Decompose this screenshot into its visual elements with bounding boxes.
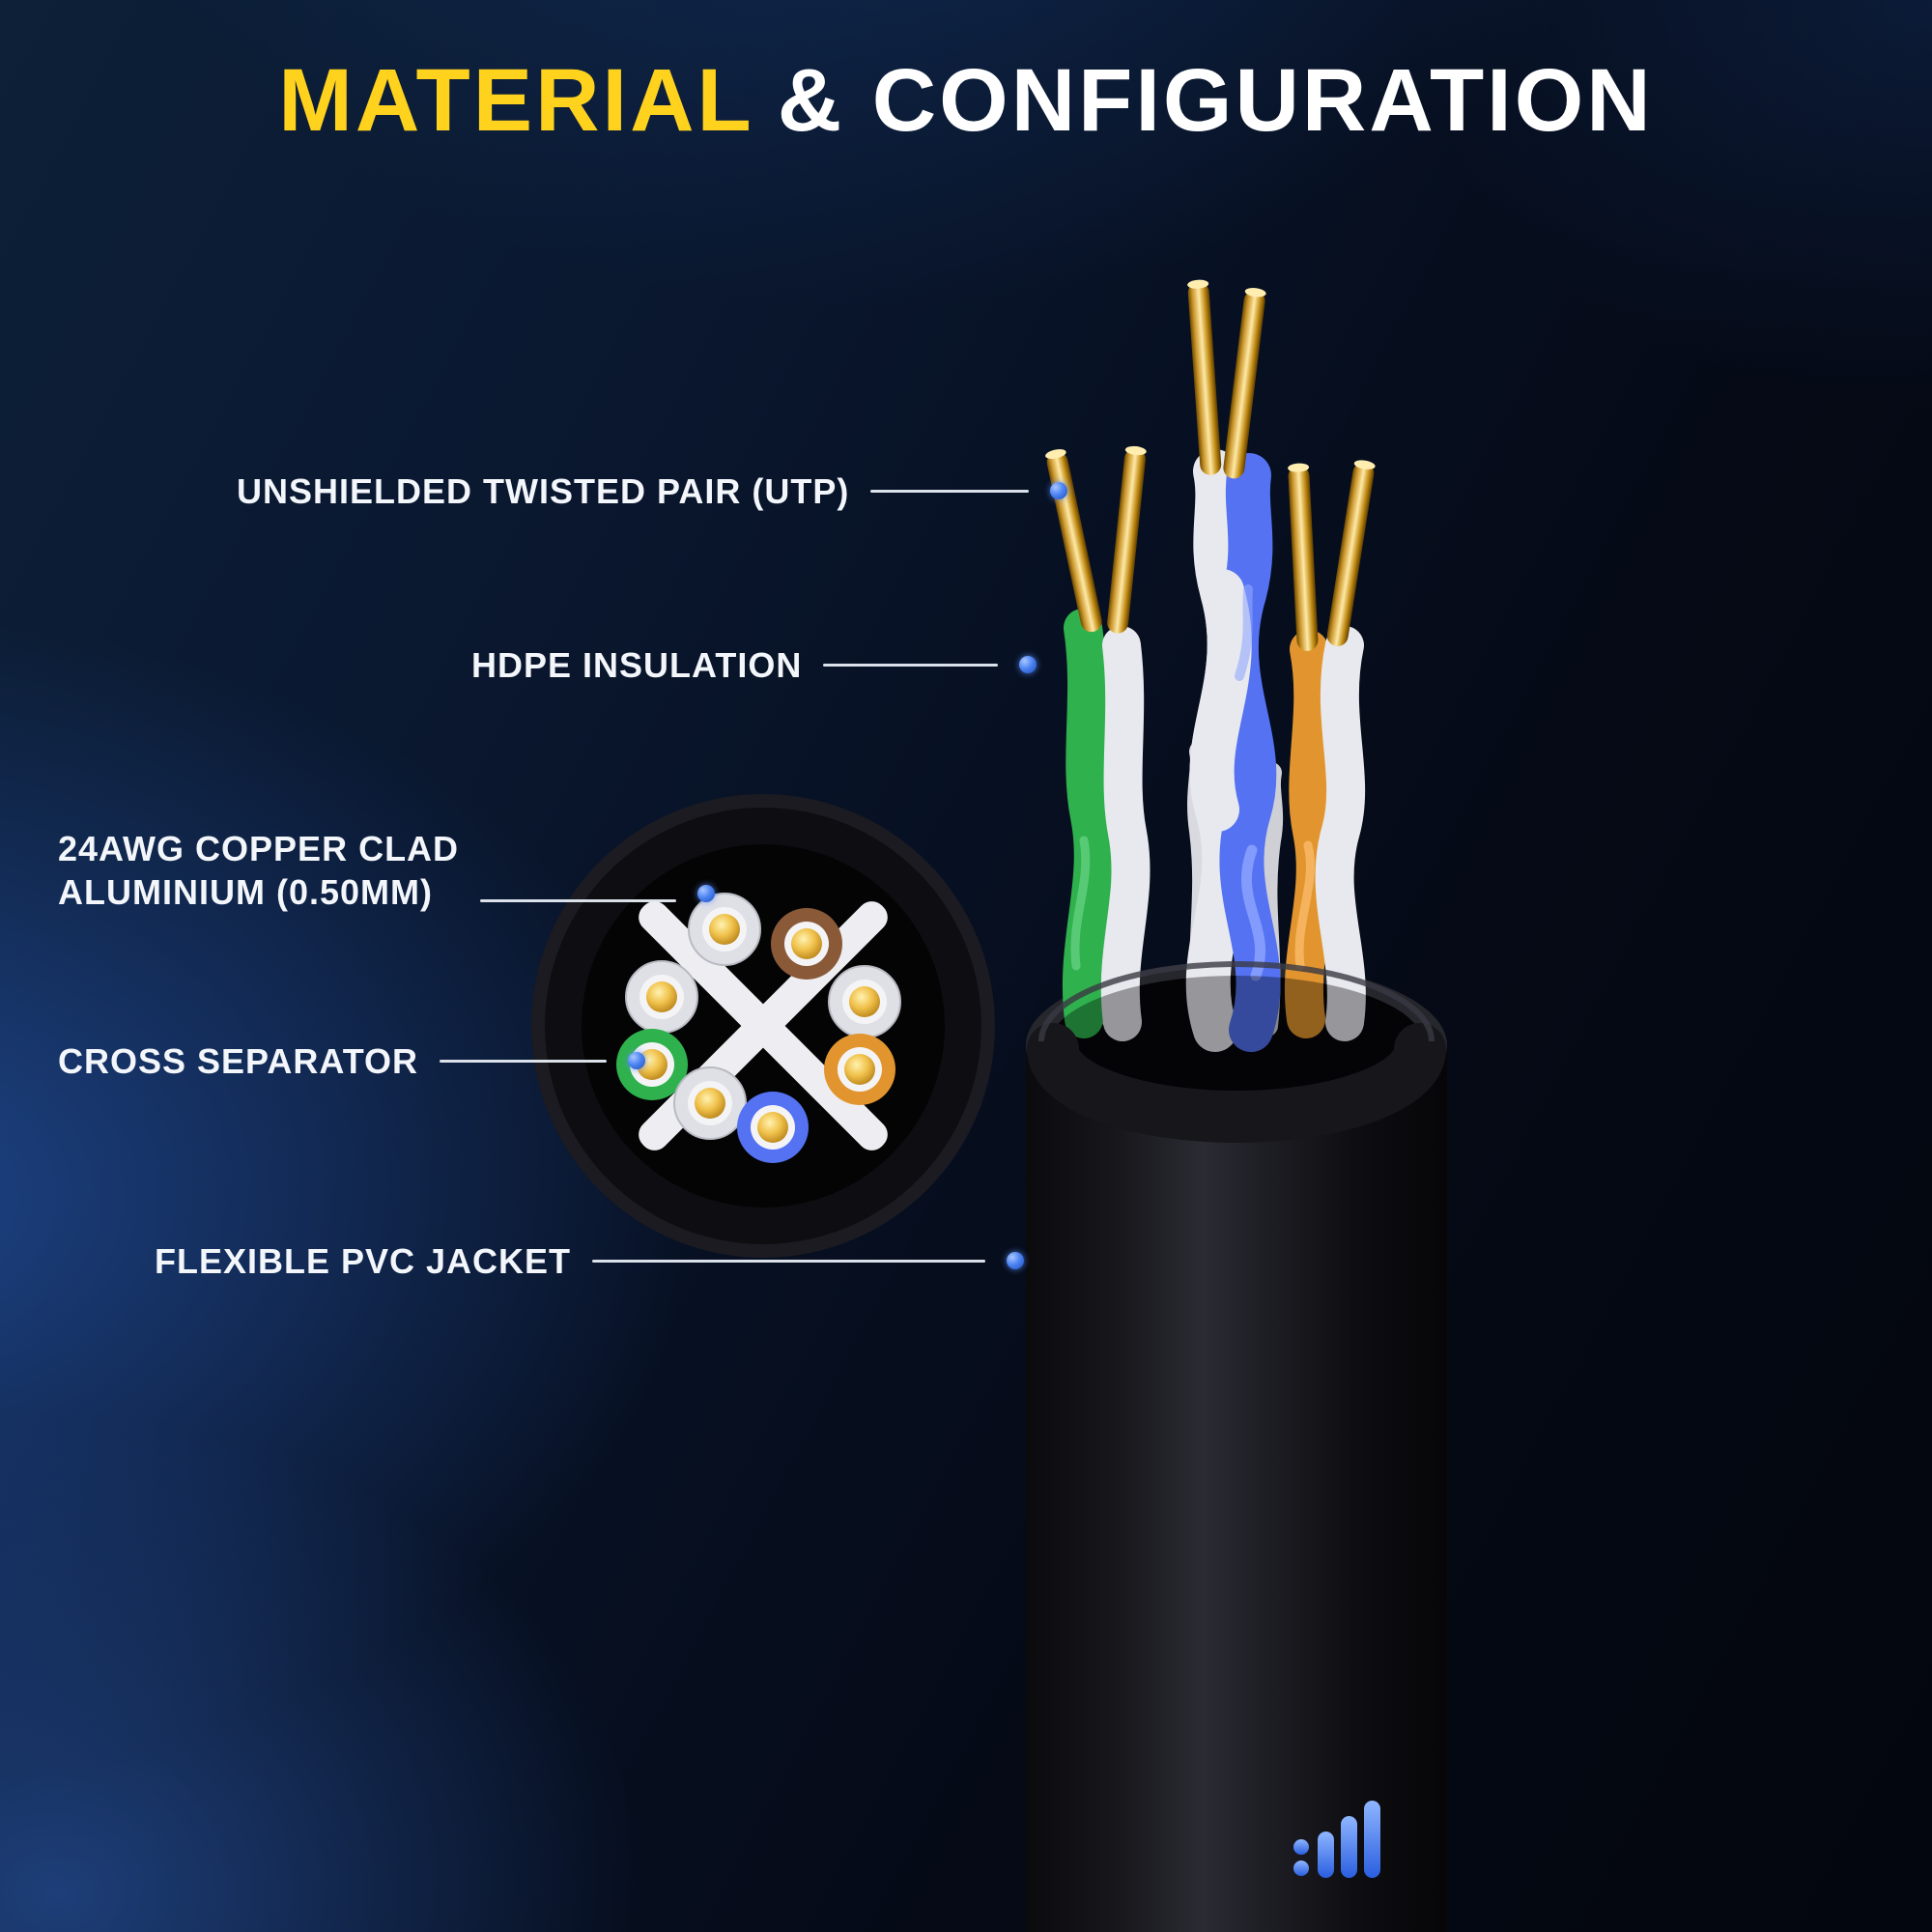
callout-awg-label: 24AWG COPPER CLAD ALUMINIUM (0.50MM) — [58, 827, 459, 914]
gold-conductor-tip — [1223, 288, 1266, 479]
wire-blue-highlight — [1235, 584, 1253, 681]
logo-bar — [1364, 1801, 1380, 1878]
gold-conductor-tip — [1107, 445, 1147, 634]
cable-mouth-hole — [1049, 976, 1424, 1115]
callout-cross: CROSS SEPARATOR — [58, 1039, 645, 1082]
title-highlight: MATERIAL — [278, 51, 754, 150]
callout-awg-line1: 24AWG COPPER CLAD — [58, 829, 460, 868]
inset-wire-brown — [771, 908, 842, 980]
leader-line — [823, 663, 998, 667]
wire-green-highlight — [1070, 836, 1091, 971]
dot-marker-icon — [697, 885, 715, 902]
leader-line — [440, 1059, 607, 1063]
inset-wire-orange — [824, 1034, 895, 1105]
wire-white — [1315, 626, 1366, 1041]
gold-conductor-tip — [1288, 463, 1319, 651]
wire-blue-highlight — [1241, 844, 1265, 981]
cable-mouth-rim — [1026, 962, 1447, 1128]
mouth-shadow — [1049, 976, 1424, 1115]
dot-marker-icon — [1050, 482, 1067, 499]
wire-blue — [1213, 453, 1281, 1052]
logo-bar — [1318, 1832, 1334, 1878]
callout-hdpe-label: HDPE INSULATION — [471, 644, 803, 685]
callout-awg: 24AWG COPPER CLAD ALUMINIUM (0.50MM) — [58, 821, 715, 914]
mouth-front-rim — [1027, 1023, 1446, 1143]
wire-white-crossover — [1189, 569, 1252, 832]
separator-ribbon — [1099, 889, 1122, 1029]
dot-marker-icon — [628, 1052, 645, 1069]
separator-ribbon — [1256, 762, 1284, 1037]
separator-ribbon — [1187, 740, 1216, 1036]
wire-white — [1185, 449, 1252, 1052]
callout-hdpe: HDPE INSULATION — [471, 643, 1037, 686]
callout-awg-line2: ALUMINIUM (0.50MM) — [58, 872, 433, 912]
leader-line — [870, 489, 1029, 493]
leader-line — [480, 899, 676, 902]
dot-marker-icon — [1019, 656, 1037, 673]
wire-orange — [1284, 630, 1335, 1038]
logo-bar — [1341, 1816, 1357, 1878]
inset-wire-white — [625, 960, 698, 1034]
callout-utp-label: UNSHIELDED TWISTED PAIR (UTP) — [237, 470, 850, 511]
wire-orange-highlight — [1294, 840, 1315, 971]
title-rest: & CONFIGURATION — [777, 51, 1654, 150]
callout-utp: UNSHIELDED TWISTED PAIR (UTP) — [237, 469, 1067, 512]
wire-green — [1062, 609, 1113, 1038]
callout-jacket-label: FLEXIBLE PVC JACKET — [155, 1240, 572, 1281]
cable-illustration — [1026, 279, 1447, 1932]
callout-jacket: FLEXIBLE PVC JACKET — [155, 1239, 1024, 1282]
logo-dot — [1293, 1839, 1309, 1855]
gold-conductor-tip — [1187, 279, 1222, 475]
mouth-rim-highlight — [1038, 961, 1435, 1042]
gold-conductor-tip — [1326, 460, 1376, 646]
callout-cross-label: CROSS SEPARATOR — [58, 1040, 419, 1081]
brand-logo — [1293, 1801, 1380, 1878]
inset-wire-blue — [737, 1092, 809, 1163]
inset-wire-white — [828, 965, 901, 1038]
page-title: MATERIAL& CONFIGURATION — [0, 50, 1932, 152]
dot-marker-icon — [1007, 1252, 1024, 1269]
wire-white — [1100, 626, 1151, 1041]
inset-wire-white — [673, 1066, 747, 1140]
cable-jacket-body — [1026, 1043, 1447, 1932]
leader-line — [592, 1259, 985, 1263]
logo-dot — [1293, 1861, 1309, 1876]
